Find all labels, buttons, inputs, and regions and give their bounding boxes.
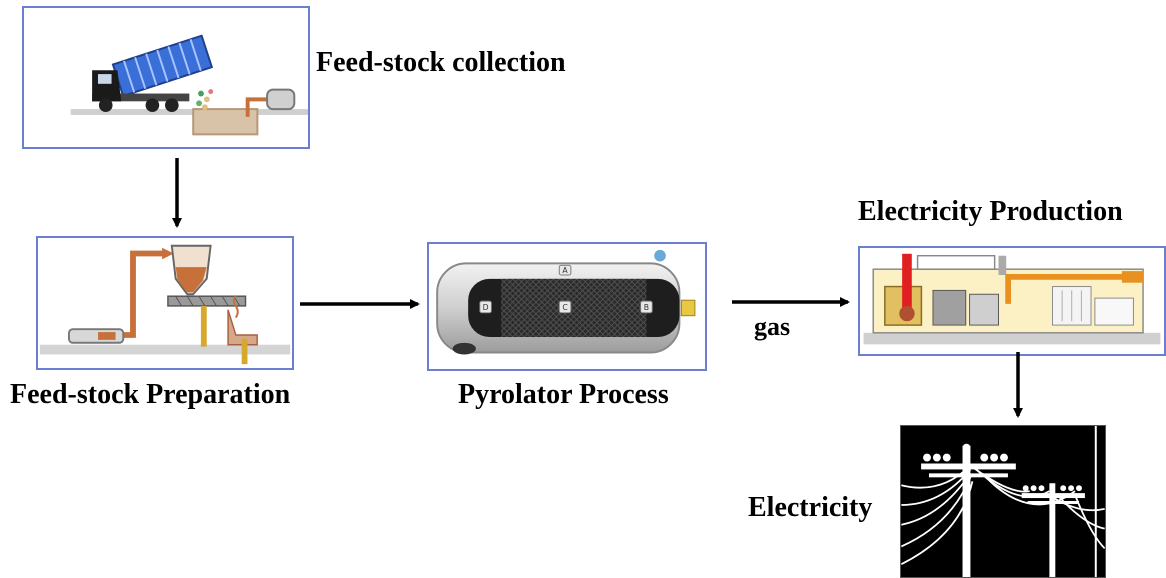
electricity-production-image [858,246,1166,356]
power-lines-icon [901,426,1105,577]
electricity-production-label: Electricity Production [858,196,1123,227]
svg-text:A: A [562,266,568,275]
marker-right: B [640,300,653,314]
pyrolator-tank-icon: A D C B [431,244,703,369]
marker-left: D [479,300,492,314]
dump-truck-icon [26,8,308,147]
conveyor-hopper-icon [39,238,291,368]
electricity-label: Electricity [748,492,873,523]
svg-text:B: B [644,303,649,312]
svg-text:D: D [483,303,489,312]
svg-text:C: C [562,303,567,312]
electricity-image [900,425,1106,578]
feedstock-preparation-label: Feed-stock Preparation [10,379,291,410]
pyrolator-label: Pyrolator Process [458,379,669,410]
feedstock-collection-label: Feed-stock collection [316,47,566,78]
marker-center: C [558,300,572,314]
pyrolator-image: A D C B [427,242,707,371]
marker-top: A [558,264,572,276]
feedstock-preparation-image [36,236,294,370]
gas-label: gas [754,312,791,341]
generator-plant-icon [863,248,1161,354]
feedstock-collection-image [22,6,310,149]
